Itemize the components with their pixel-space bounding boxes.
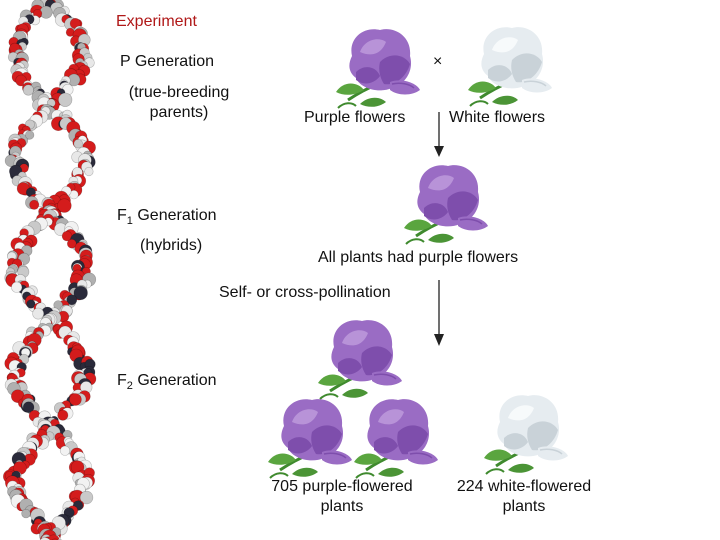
pollination-label: Self- or cross-pollination [219,284,391,301]
cross-symbol: × [433,53,443,70]
f1-result-label: All plants had purple flowers [318,249,519,266]
p-generation-label: P Generation [120,53,214,70]
purple-flower-icon [402,163,490,246]
down-arrow-icon [434,112,444,157]
f1-generation-label: F1 Generation [117,207,217,228]
white-flower-icon [466,25,554,108]
f1-generation-sub: (hybrids) [140,237,203,254]
purple-flower-icon [334,27,422,110]
f2-generation-label: F2 Generation [117,372,217,393]
white-flower-icon [482,393,570,476]
dna-helix-image [3,0,97,540]
down-arrow-icon [434,280,444,346]
p-generation-sub: (true-breeding parents) [128,84,230,121]
purple-flower-icon [266,397,354,480]
white-flowers-label: White flowers [449,109,546,126]
experiment-title: Experiment [116,13,197,30]
f2-white-count-label: 224 white-flowered plants [456,478,592,515]
purple-flower-icon [316,318,404,401]
purple-flowers-label: Purple flowers [304,109,406,126]
purple-flower-icon [352,397,440,480]
f2-purple-count-label: 705 purple-flowered plants [271,478,413,515]
